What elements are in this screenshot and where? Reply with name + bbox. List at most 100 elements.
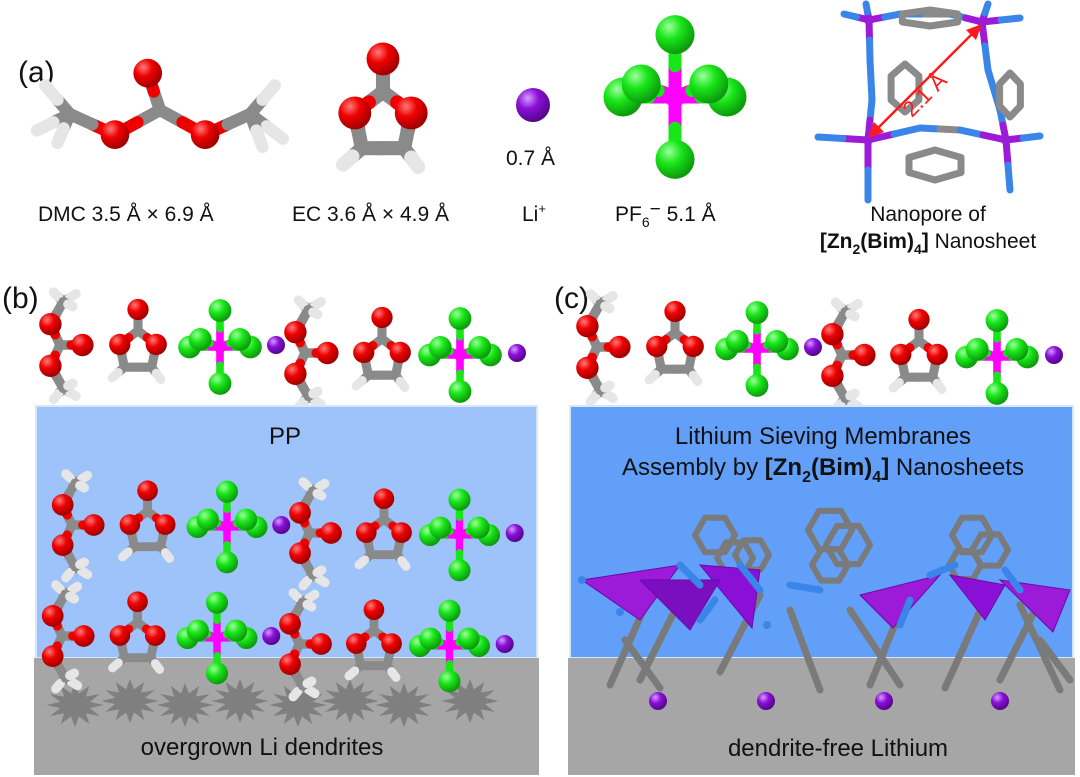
oxygen-atom (363, 599, 385, 621)
oxygen-atom (190, 120, 220, 149)
bond (151, 368, 166, 384)
imidazole-n (926, 561, 959, 579)
bond (312, 565, 327, 578)
pf6-anion (603, 15, 747, 179)
oxygen-atom (71, 333, 94, 357)
oxygen-atom (284, 362, 307, 385)
bond (344, 666, 360, 681)
oxygen-atom (284, 321, 307, 344)
zinc-atom (1001, 135, 1011, 145)
fluorine-atom (196, 508, 219, 531)
oxygen-atom (355, 522, 377, 543)
bond (298, 477, 313, 492)
fluorine-atom (745, 301, 769, 324)
ec-molecule (335, 42, 428, 175)
bond (66, 677, 83, 691)
bond (64, 387, 81, 402)
li-dendrite (156, 682, 214, 728)
bond (63, 299, 78, 312)
fluorine-atom (225, 619, 248, 642)
bond (61, 469, 76, 484)
bond (293, 295, 309, 310)
bond (846, 298, 863, 313)
panel-c: (c) Lithium Sieving Membranes Assembly b… (554, 282, 1075, 775)
bond (61, 567, 76, 583)
oxygen-atom (389, 341, 411, 364)
fluorine-atom (205, 591, 229, 614)
oxygen-atom (576, 356, 599, 379)
electrolyte-row-b (39, 287, 526, 413)
bond (981, 42, 992, 74)
oxygen-atom (576, 315, 599, 338)
lithium-ion (508, 344, 526, 362)
oxygen-atom (82, 514, 105, 536)
phosphorus-atom (990, 350, 1004, 364)
panel-a: (a) 2.1 Å DMC 3.5 Å × 6.9 Å EC 3.6 Å × 4… (18, 0, 1044, 257)
arrow-head (966, 24, 982, 40)
zn-tetrahedron (948, 574, 1006, 621)
bond (862, 0, 871, 16)
bond (313, 574, 330, 588)
nanopore-caption-line1: Nanopore of (870, 203, 986, 226)
oxygen-atom (119, 514, 141, 535)
oxygen-atom (394, 96, 428, 130)
bond (600, 301, 615, 314)
oxygen-atom (316, 341, 339, 365)
bim-linker (1016, 601, 1064, 694)
oxygen-atom (821, 323, 844, 346)
oxygen-atom (353, 341, 375, 364)
bond (404, 150, 426, 175)
li-ions-deposited (649, 692, 1009, 710)
benzene-ring (809, 546, 851, 584)
phosphorus-atom (750, 342, 764, 356)
fluorine-atom (428, 336, 452, 359)
oxygen-atom (664, 300, 686, 323)
fluorine-atom (438, 599, 461, 622)
fluorine-atom (655, 139, 695, 179)
bond (75, 480, 90, 493)
bond (601, 389, 618, 404)
bond (118, 547, 133, 562)
fluorine-atom (467, 516, 490, 539)
oxygen-atom (72, 625, 95, 647)
oxygen-atom (908, 308, 930, 331)
bond (335, 149, 360, 172)
oxygen-atom (646, 335, 668, 358)
benzene-ring (887, 60, 923, 116)
oxygen-atom (137, 480, 158, 502)
fluorine-atom (725, 330, 749, 353)
bond (302, 676, 317, 689)
fluorine-atom (205, 662, 229, 685)
oxygen-atom (371, 306, 393, 329)
zn-tetrahedron (859, 574, 942, 629)
fluorine-atom (457, 627, 480, 650)
li-dendrite (441, 678, 499, 724)
bond (303, 685, 320, 699)
fluorine-atom (215, 480, 239, 503)
imidazole-n (896, 596, 914, 629)
bond (997, 14, 1024, 24)
bond (308, 386, 323, 399)
nitrogen-atom (616, 608, 624, 616)
imidazole-n (676, 561, 704, 589)
bond (76, 470, 93, 484)
bim-linker (621, 636, 664, 692)
oxygen-atom (320, 522, 342, 544)
lithium-ion (267, 336, 285, 354)
bond (585, 390, 601, 407)
fluorine-atom (985, 382, 1009, 405)
bond (845, 388, 860, 401)
nitrogen-atom (763, 621, 771, 629)
bond (66, 581, 83, 595)
bond (387, 667, 401, 682)
bond (814, 133, 847, 142)
ec-caption: EC 3.6 Å × 4.9 Å (292, 203, 449, 226)
oxygen-atom (391, 522, 412, 543)
bond (65, 591, 80, 604)
fluorine-atom (765, 330, 789, 353)
lithium-ion (505, 524, 524, 542)
lithium-ion (804, 338, 822, 356)
bond (830, 297, 846, 312)
benzene-ring (996, 69, 1024, 121)
